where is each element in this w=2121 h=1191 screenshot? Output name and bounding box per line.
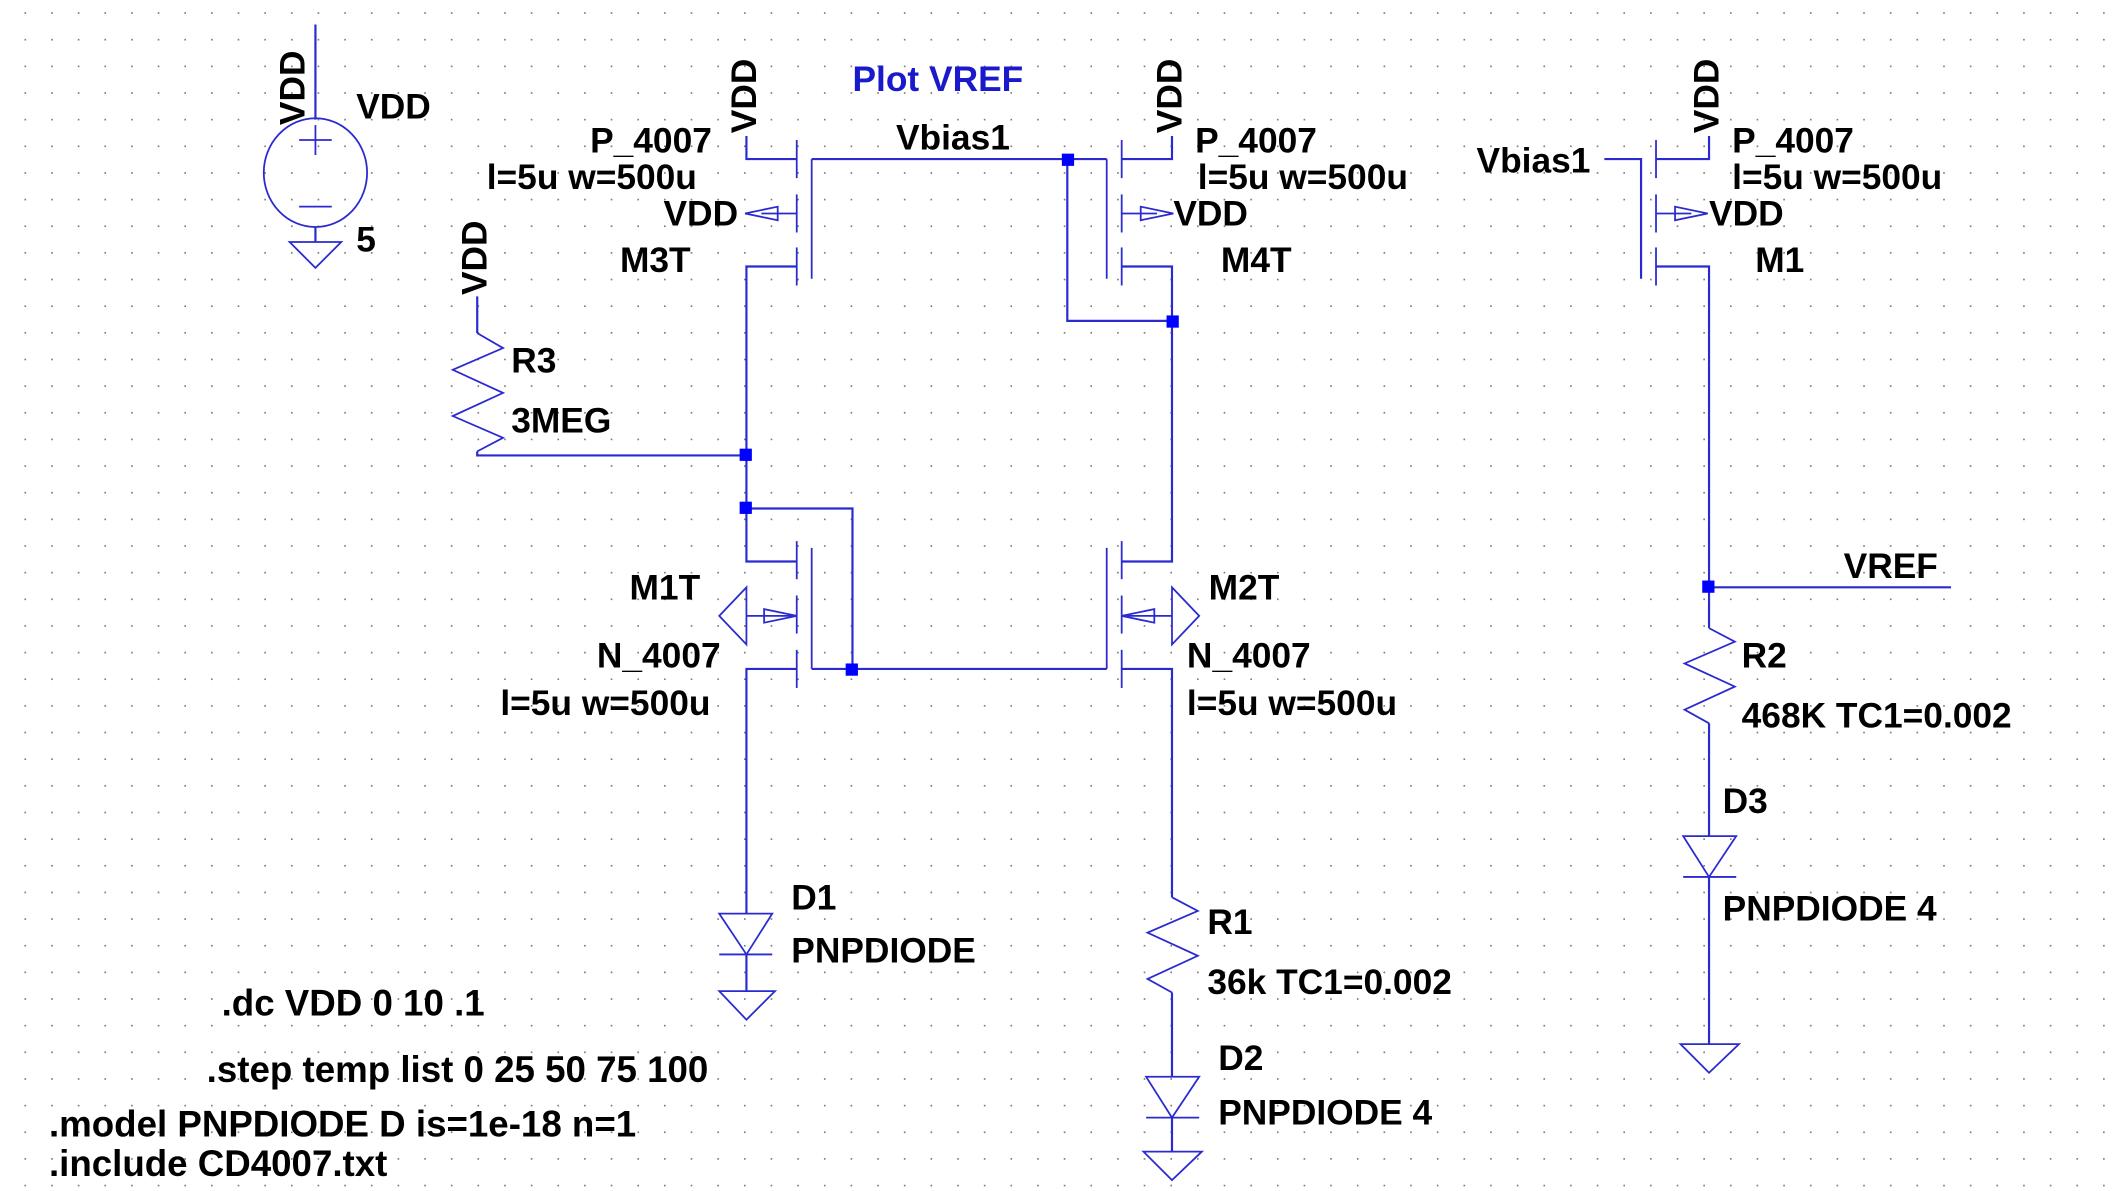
transistor-name: M1 bbox=[1755, 241, 1804, 280]
spice-directive-include[interactable]: .include CD4007.txt bbox=[49, 1143, 387, 1184]
diode-model: PNPDIODE 4 bbox=[1218, 1093, 1432, 1132]
diode-triangle-icon bbox=[1144, 1075, 1201, 1120]
diode-model: PNPDIODE bbox=[791, 932, 976, 971]
transistor-model: P_4007 bbox=[590, 121, 712, 160]
plot-directive[interactable]: Plot VREF bbox=[852, 60, 1023, 99]
pmos-m4t[interactable]: VDD P_4007 l=5u w=500u VDD M4T bbox=[1105, 59, 1408, 563]
diode-name: D3 bbox=[1723, 782, 1768, 821]
junction-dot bbox=[1702, 580, 1715, 593]
ground-icon bbox=[1141, 1150, 1205, 1182]
transistor-name: M4T bbox=[1221, 241, 1292, 280]
junction-dot bbox=[1166, 315, 1179, 328]
net-label-vbias1: Vbias1 bbox=[896, 119, 1010, 158]
resistor-zigzag-icon bbox=[1145, 896, 1200, 994]
body-arrow-icon bbox=[1139, 205, 1174, 222]
body-net-label: VDD bbox=[1709, 195, 1784, 234]
net-label-vdd: VDD bbox=[1688, 59, 1727, 134]
junction-dot bbox=[845, 663, 858, 676]
net-label-vdd: VDD bbox=[456, 220, 495, 295]
wire bbox=[1604, 157, 1643, 279]
wire bbox=[745, 265, 797, 456]
wire bbox=[1121, 135, 1174, 161]
net-label-vdd: VDD bbox=[725, 59, 764, 134]
wire bbox=[745, 135, 797, 161]
transistor-model: N_4007 bbox=[597, 637, 721, 676]
resistor-name: R2 bbox=[1742, 637, 1787, 676]
voltage-source-vdd[interactable]: VDD 5 VDD bbox=[262, 24, 431, 270]
ground-icon bbox=[287, 241, 344, 270]
transistor-params: l=5u w=500u bbox=[1198, 158, 1408, 197]
body-arrow-icon bbox=[744, 205, 779, 222]
spice-directive-step[interactable]: .step temp list 0 25 50 75 100 bbox=[207, 1049, 709, 1090]
resistor-r2[interactable]: R2 468K TC1=0.002 bbox=[1682, 627, 2012, 735]
transistor-params: l=5u w=500u bbox=[500, 684, 710, 723]
transistor-params: l=5u w=500u bbox=[1732, 158, 1942, 197]
transistor-model: P_4007 bbox=[1732, 121, 1854, 160]
net-label-vdd: VDD bbox=[274, 50, 313, 125]
body-net-label: VDD bbox=[663, 195, 738, 234]
wire bbox=[1121, 265, 1174, 563]
diode-name: D2 bbox=[1218, 1039, 1263, 1078]
wire bbox=[1066, 159, 1172, 322]
nmos-m1t[interactable]: M1T N_4007 l=5u w=500u bbox=[500, 455, 854, 914]
transistor-model: P_4007 bbox=[1195, 121, 1317, 160]
wire bbox=[746, 507, 854, 669]
diode-d2[interactable]: D2 PNPDIODE 4 bbox=[1141, 1039, 1433, 1182]
net-label-vdd: VDD bbox=[1151, 59, 1190, 134]
body-net-label: VDD bbox=[1173, 195, 1248, 234]
resistor-zigzag-icon bbox=[1682, 627, 1737, 725]
resistor-r1[interactable]: R1 36k TC1=0.002 bbox=[1145, 896, 1452, 1002]
resistor-value: 468K TC1=0.002 bbox=[1742, 696, 2012, 735]
resistor-name: R1 bbox=[1207, 903, 1252, 942]
source-name: VDD bbox=[356, 87, 431, 126]
net-label-vref[interactable]: VREF bbox=[1844, 547, 1938, 586]
diode-d3[interactable]: D3 PNPDIODE 4 bbox=[1678, 782, 1937, 1074]
wire bbox=[745, 455, 797, 563]
spice-directive-dc[interactable]: .dc VDD 0 10 .1 bbox=[222, 983, 485, 1024]
pmos-m1[interactable]: Vbias1 VDD P_4007 l=5u w=500u VDD M1 bbox=[1477, 59, 1943, 629]
wire bbox=[476, 451, 746, 457]
diode-model: PNPDIODE 4 bbox=[1723, 889, 1937, 928]
net-label-vbias1: Vbias1 bbox=[1477, 142, 1591, 181]
wire bbox=[1656, 265, 1711, 629]
grid-dots bbox=[24, 12, 2105, 1187]
resistor-value: 3MEG bbox=[511, 401, 611, 440]
ground-icon bbox=[1171, 585, 1201, 647]
diode-name: D1 bbox=[791, 879, 836, 918]
resistor-name: R3 bbox=[511, 342, 556, 381]
wire bbox=[1656, 135, 1711, 161]
transistor-name: M1T bbox=[630, 569, 701, 608]
nmos-m2t[interactable]: M2T N_4007 l=5u w=500u bbox=[1105, 541, 1397, 898]
wire bbox=[745, 667, 797, 914]
pmos-m3t[interactable]: VDD P_4007 l=5u w=500u VDD M3T bbox=[487, 59, 813, 456]
body-arrow-icon bbox=[1121, 608, 1156, 624]
transistor-params: l=5u w=500u bbox=[1187, 684, 1397, 723]
ground-icon bbox=[718, 585, 748, 647]
ground-icon bbox=[1678, 1043, 1742, 1074]
transistor-name: M3T bbox=[620, 241, 691, 280]
transistor-model: N_4007 bbox=[1187, 637, 1311, 676]
wire bbox=[1121, 667, 1174, 898]
diode-triangle-icon bbox=[717, 912, 774, 957]
junction-dot bbox=[739, 448, 752, 461]
junction-dot bbox=[1061, 153, 1075, 166]
ground-icon bbox=[717, 990, 778, 1021]
source-value: 5 bbox=[356, 221, 376, 260]
body-arrow-icon bbox=[763, 608, 797, 624]
diode-triangle-icon bbox=[1681, 835, 1738, 879]
diode-d1[interactable]: D1 PNPDIODE bbox=[717, 879, 976, 1021]
transistor-name: M2T bbox=[1209, 569, 1280, 608]
transistor-params: l=5u w=500u bbox=[487, 158, 697, 197]
body-arrow-icon bbox=[1674, 205, 1708, 222]
resistor-zigzag-icon bbox=[450, 332, 506, 453]
junction-dot bbox=[739, 501, 752, 514]
spice-directive-model[interactable]: .model PNPDIODE D is=1e-18 n=1 bbox=[49, 1104, 636, 1145]
resistor-r3[interactable]: VDD R3 3MEG bbox=[450, 220, 612, 453]
resistor-value: 36k TC1=0.002 bbox=[1207, 963, 1452, 1002]
